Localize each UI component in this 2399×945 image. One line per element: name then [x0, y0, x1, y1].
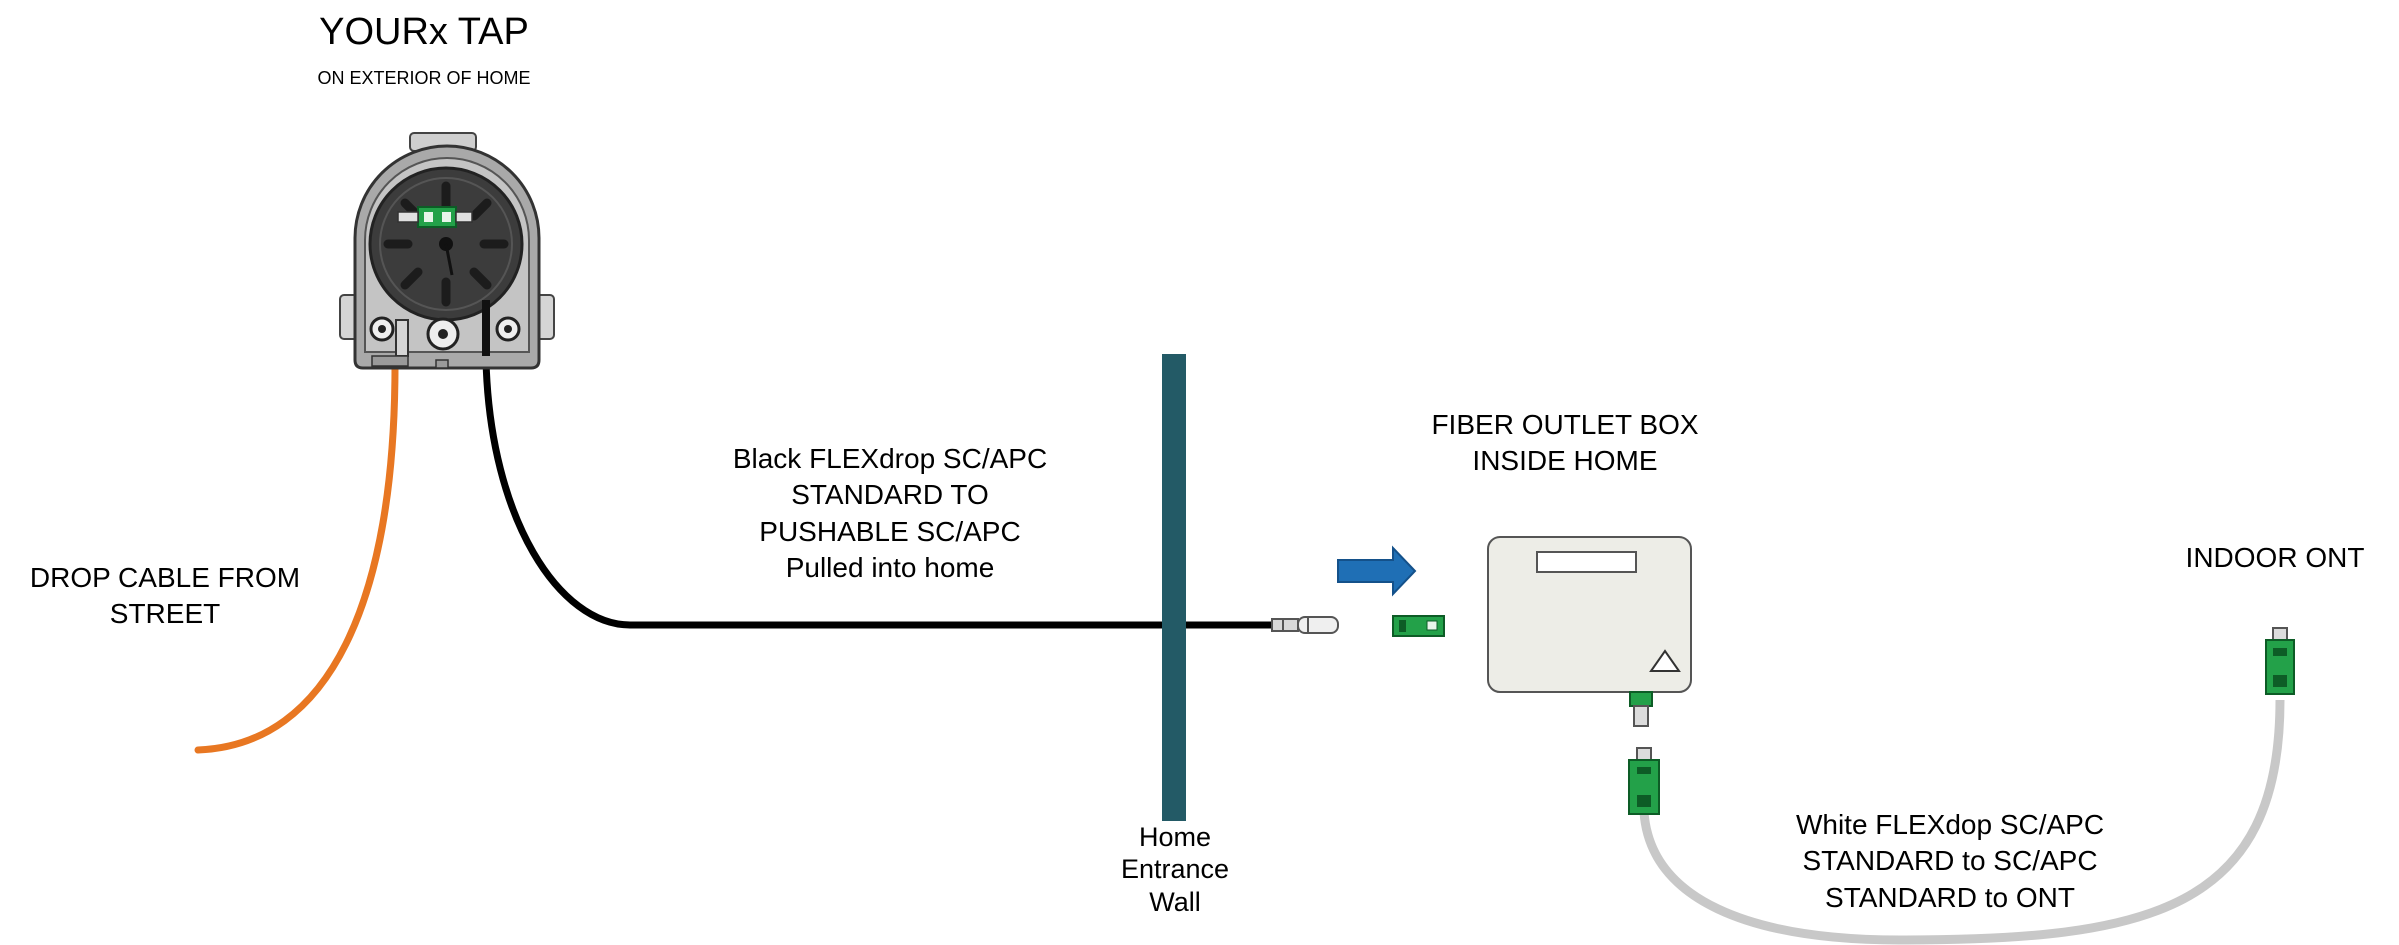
- yourx-tap-icon: [339, 132, 555, 370]
- wall-label-line: Home: [1138, 822, 1212, 852]
- wall-label-line: Wall: [1149, 886, 1201, 917]
- black-flexdrop-label-line: PUSHABLE SC/APC: [759, 515, 1021, 547]
- black-flexdrop-label: Black FLEXdrop SC/APC STANDARD TO PUSHAB…: [700, 441, 1080, 587]
- drop-cable-label: DROP CABLE FROM STREET: [0, 560, 330, 633]
- tap-title: YOURx TAP: [319, 11, 529, 53]
- white-flexdrop-label-line: White FLEXdop SC/APC: [1795, 809, 2105, 840]
- pushable-connector-icon: [1271, 616, 1339, 634]
- outlet-box-label-line: INSIDE HOME: [1472, 445, 1658, 477]
- drop-cable-line: [194, 361, 399, 754]
- drop-cable-label-line: DROP CABLE FROM: [29, 562, 301, 593]
- black-flexdrop-label-line: Black FLEXdrop SC/APC: [732, 443, 1048, 474]
- home-entrance-wall: [1162, 354, 1186, 821]
- outlet-box-label: FIBER OUTLET BOX INSIDE HOME: [1400, 407, 1730, 480]
- black-flexdrop-label-line: Pulled into home: [785, 552, 995, 584]
- sc-apc-adapter-icon: [1392, 615, 1445, 637]
- tap-subtitle: ON EXTERIOR OF HOME: [317, 68, 531, 88]
- white-flexdrop-label-line: STANDARD to SC/APC: [1802, 845, 2098, 877]
- white-cable-connector-outlet-icon: [1628, 747, 1660, 815]
- wall-label: Home Entrance Wall: [1100, 821, 1250, 918]
- white-flexdrop-label: White FLEXdop SC/APC STANDARD to SC/APC …: [1750, 807, 2150, 916]
- white-flexdrop-line: [1639, 699, 2285, 945]
- ont-connector-icon: [2265, 627, 2295, 695]
- white-flexdrop-label-line: STANDARD to ONT: [1825, 881, 2075, 913]
- outlet-box-label-line: FIBER OUTLET BOX: [1431, 409, 1699, 440]
- black-flexdrop-line: [482, 359, 1275, 629]
- indoor-ont-label: INDOOR ONT: [2185, 542, 2365, 573]
- black-flexdrop-label-line: STANDARD TO: [791, 479, 989, 511]
- drop-cable-label-line: STREET: [109, 598, 221, 630]
- wall-label-line: Entrance: [1120, 854, 1230, 885]
- fiber-outlet-box-icon: [1487, 536, 1692, 727]
- right-arrow-icon: [1337, 545, 1417, 597]
